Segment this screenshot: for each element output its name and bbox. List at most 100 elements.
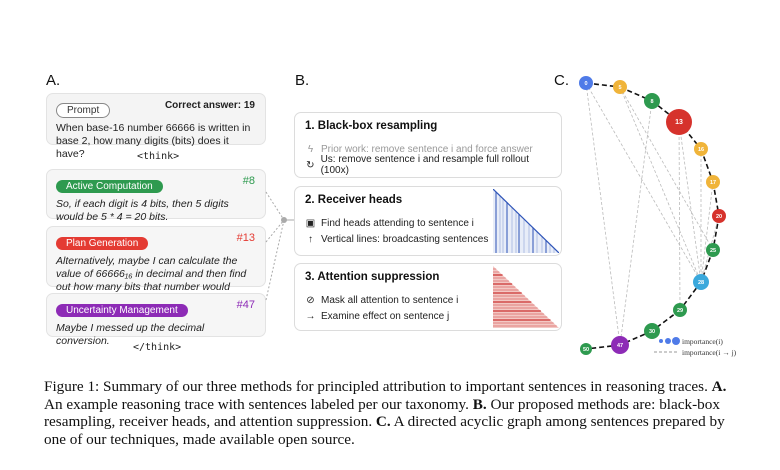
receiver-heads-attention-map xyxy=(493,189,559,253)
dag-edge-sequential xyxy=(700,148,714,183)
dag-node xyxy=(673,303,687,317)
dag-node xyxy=(644,323,660,339)
method-card-attention-suppression: 3. Attention suppression ⊘ Mask all atte… xyxy=(294,263,562,331)
dag-edge-sequential xyxy=(619,330,653,346)
legend-importance: importance(i) xyxy=(682,337,723,346)
dag-edge-sequential xyxy=(651,309,681,332)
figure-caption: Figure 1: Summary of our three methods f… xyxy=(44,378,744,448)
dag-edge-importance xyxy=(700,215,720,283)
legend-dot-large xyxy=(672,337,680,345)
think-close-tag: </think> xyxy=(133,342,182,353)
method-row: ↻ Us: remove sentence i and resample ful… xyxy=(305,154,551,176)
category-pill: Plan Generation xyxy=(56,237,149,250)
method-title: 1. Black-box resampling xyxy=(305,120,438,132)
method-row-text: Vertical lines: broadcasting sentences xyxy=(321,233,489,245)
method-row-text: Mask all attention to sentence i xyxy=(321,294,459,306)
think-open-tag: <think> xyxy=(137,151,180,162)
legend: importance(i) importance(i → j) xyxy=(654,337,737,357)
dag-edge-sequential xyxy=(678,121,702,150)
correct-answer: Correct answer: 19 xyxy=(164,100,255,111)
sentence-number: #47 xyxy=(236,299,255,311)
dag-node xyxy=(613,80,627,94)
dag-node-label: 5 xyxy=(618,85,621,91)
dag-node xyxy=(611,336,629,354)
attention-diagonal xyxy=(493,189,559,253)
connector-lines xyxy=(265,191,296,301)
dag-node xyxy=(694,142,708,156)
legend-dot-medium xyxy=(665,338,671,344)
dag-node-label: 20 xyxy=(716,214,722,220)
category-pill: Active Computation xyxy=(56,180,163,193)
dag-node-label: 17 xyxy=(710,180,716,186)
dag-edge-importance xyxy=(619,86,702,283)
dag-node xyxy=(666,109,692,135)
method-row: → Examine effect on sentence j xyxy=(305,308,551,324)
legend-edge: importance(i → j) xyxy=(682,348,737,357)
method-row: ϟ Prior work: remove sentence i and forc… xyxy=(305,141,551,157)
robot-icon: ▣ xyxy=(305,217,316,229)
caption-bold: C. xyxy=(375,413,391,430)
arrow-up-icon: ↑ xyxy=(308,233,313,245)
method-row-text: Prior work: remove sentence i and force … xyxy=(321,143,533,155)
dag-node-label: 50 xyxy=(583,347,589,353)
dag-edge-sequential xyxy=(619,86,653,102)
sentence-text: Maybe I messed up the decimal conversion… xyxy=(56,322,205,347)
method-row: ↑ Vertical lines: broadcasting sentences xyxy=(305,231,551,247)
caption-text: Figure 1: Summary of our three methods f… xyxy=(44,378,712,395)
dag-node-label: 13 xyxy=(675,119,683,126)
dag-node xyxy=(644,93,660,109)
step-card-active-computation: Active Computation #8 So, if each digit … xyxy=(46,169,266,223)
sentence-number: #13 xyxy=(236,232,255,244)
method-card-black-box: 1. Black-box resampling ϟ Prior work: re… xyxy=(294,112,562,178)
method-row-text: Us: remove sentence i and resample full … xyxy=(320,154,530,176)
method-title: 3. Attention suppression xyxy=(305,271,440,283)
dag-node xyxy=(693,274,709,290)
method-row: ⊘ Mask all attention to sentence i xyxy=(305,292,551,308)
dag-edge-importance xyxy=(619,86,714,251)
method-title: 2. Receiver heads xyxy=(305,194,403,206)
dag-node-label: 25 xyxy=(710,248,716,254)
sentence-number: #8 xyxy=(242,175,255,187)
dag-edge-importance xyxy=(619,100,653,346)
category-pill: Uncertainty Management xyxy=(56,304,188,317)
dag-node xyxy=(712,209,726,223)
dag-node-label: 28 xyxy=(698,280,704,286)
dag-node-label: 8 xyxy=(650,99,653,105)
caption-text: A directed acyclic graph among sentences… xyxy=(44,413,725,448)
panel-label-c: C. xyxy=(554,72,569,89)
sentence-text: So, if each digit is 4 bits, then 5 digi… xyxy=(56,198,229,223)
prompt-pill: Prompt xyxy=(56,103,111,118)
dag-node xyxy=(579,76,593,90)
panel-label-a: A. xyxy=(46,72,61,89)
method-row: ▣ Find heads attending to sentence i xyxy=(305,215,551,231)
suppression-attention-map xyxy=(493,266,559,328)
method-row-text: Find heads attending to sentence i xyxy=(321,217,474,229)
dag-node-label: 47 xyxy=(617,343,623,349)
step-card-uncertainty-management: Uncertainty Management #47 Maybe I messe… xyxy=(46,293,266,347)
prohibited-icon: ⊘ xyxy=(306,294,315,306)
dag-edge-sequential xyxy=(679,281,702,311)
lightning-icon: ϟ xyxy=(307,143,314,155)
dag-edge-importance xyxy=(678,121,702,283)
method-row-text: Examine effect on sentence j xyxy=(321,310,450,322)
dag-edge-importance xyxy=(585,82,702,283)
method-card-receiver-heads: 2. Receiver heads ▣ Find heads attending… xyxy=(294,186,562,256)
dag-node-label: 30 xyxy=(649,329,655,335)
step-card-plan-generation: Plan Generation #13 Alternatively, maybe… xyxy=(46,226,266,306)
prompt-card: Prompt Correct answer: 19 When base-16 n… xyxy=(46,93,266,160)
caption-bold: A. xyxy=(711,378,727,395)
dag-node-label: 29 xyxy=(677,308,683,314)
dag-node xyxy=(580,343,592,355)
legend-dot-small xyxy=(659,339,663,343)
caption-bold: B. xyxy=(472,395,487,413)
dag-edge-importance xyxy=(700,181,714,283)
arrow-right-icon: → xyxy=(305,310,316,322)
panel-label-b: B. xyxy=(295,72,310,89)
prompt-text: When base-16 number 66666 is written in … xyxy=(56,122,251,160)
dag-edge-importance xyxy=(585,82,621,346)
sentence-dag: 0 5 8 13 16 17 20 25 28 29 30 47 50 importance(i) im… xyxy=(579,76,737,357)
caption-text: Our proposed methods are: black-box resa… xyxy=(44,395,720,431)
dag-node-label: 0 xyxy=(584,81,587,87)
dag-node-label: 16 xyxy=(698,147,704,153)
refresh-icon: ↻ xyxy=(306,159,315,171)
